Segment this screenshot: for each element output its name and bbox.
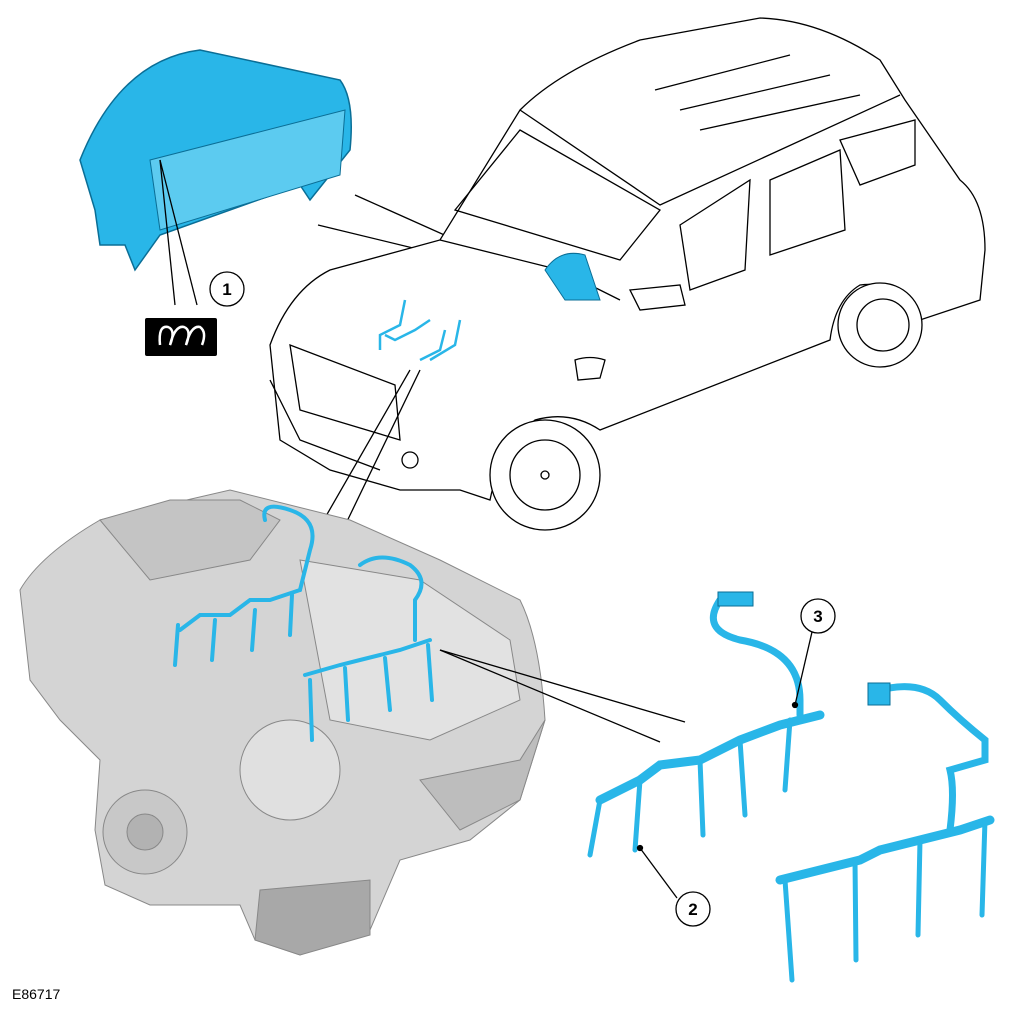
leader-lines-harness	[439, 649, 686, 743]
callout-1-label: 1	[222, 280, 231, 299]
glow-plug-harness-left	[587, 591, 825, 858]
engine-assembly	[19, 489, 546, 956]
glow-plug-harness-right	[775, 682, 995, 983]
vehicle-harness-highlight	[378, 299, 462, 362]
vehicle-outline	[269, 17, 986, 531]
leader-lines-engine	[317, 369, 421, 541]
instrument-cluster	[79, 49, 352, 272]
glow-plug-symbol-icon	[145, 318, 217, 356]
vehicle-cluster-highlight	[544, 252, 601, 301]
callout-2-label: 2	[688, 900, 697, 919]
engine-harness-highlight	[173, 504, 434, 742]
figure-id: E86717	[12, 986, 61, 1002]
callout-2: 2	[675, 891, 711, 927]
callout-3: 3	[800, 598, 836, 634]
callout-3-label: 3	[813, 607, 822, 626]
callout-1: 1	[209, 271, 245, 307]
callout-leaders	[636, 631, 813, 899]
